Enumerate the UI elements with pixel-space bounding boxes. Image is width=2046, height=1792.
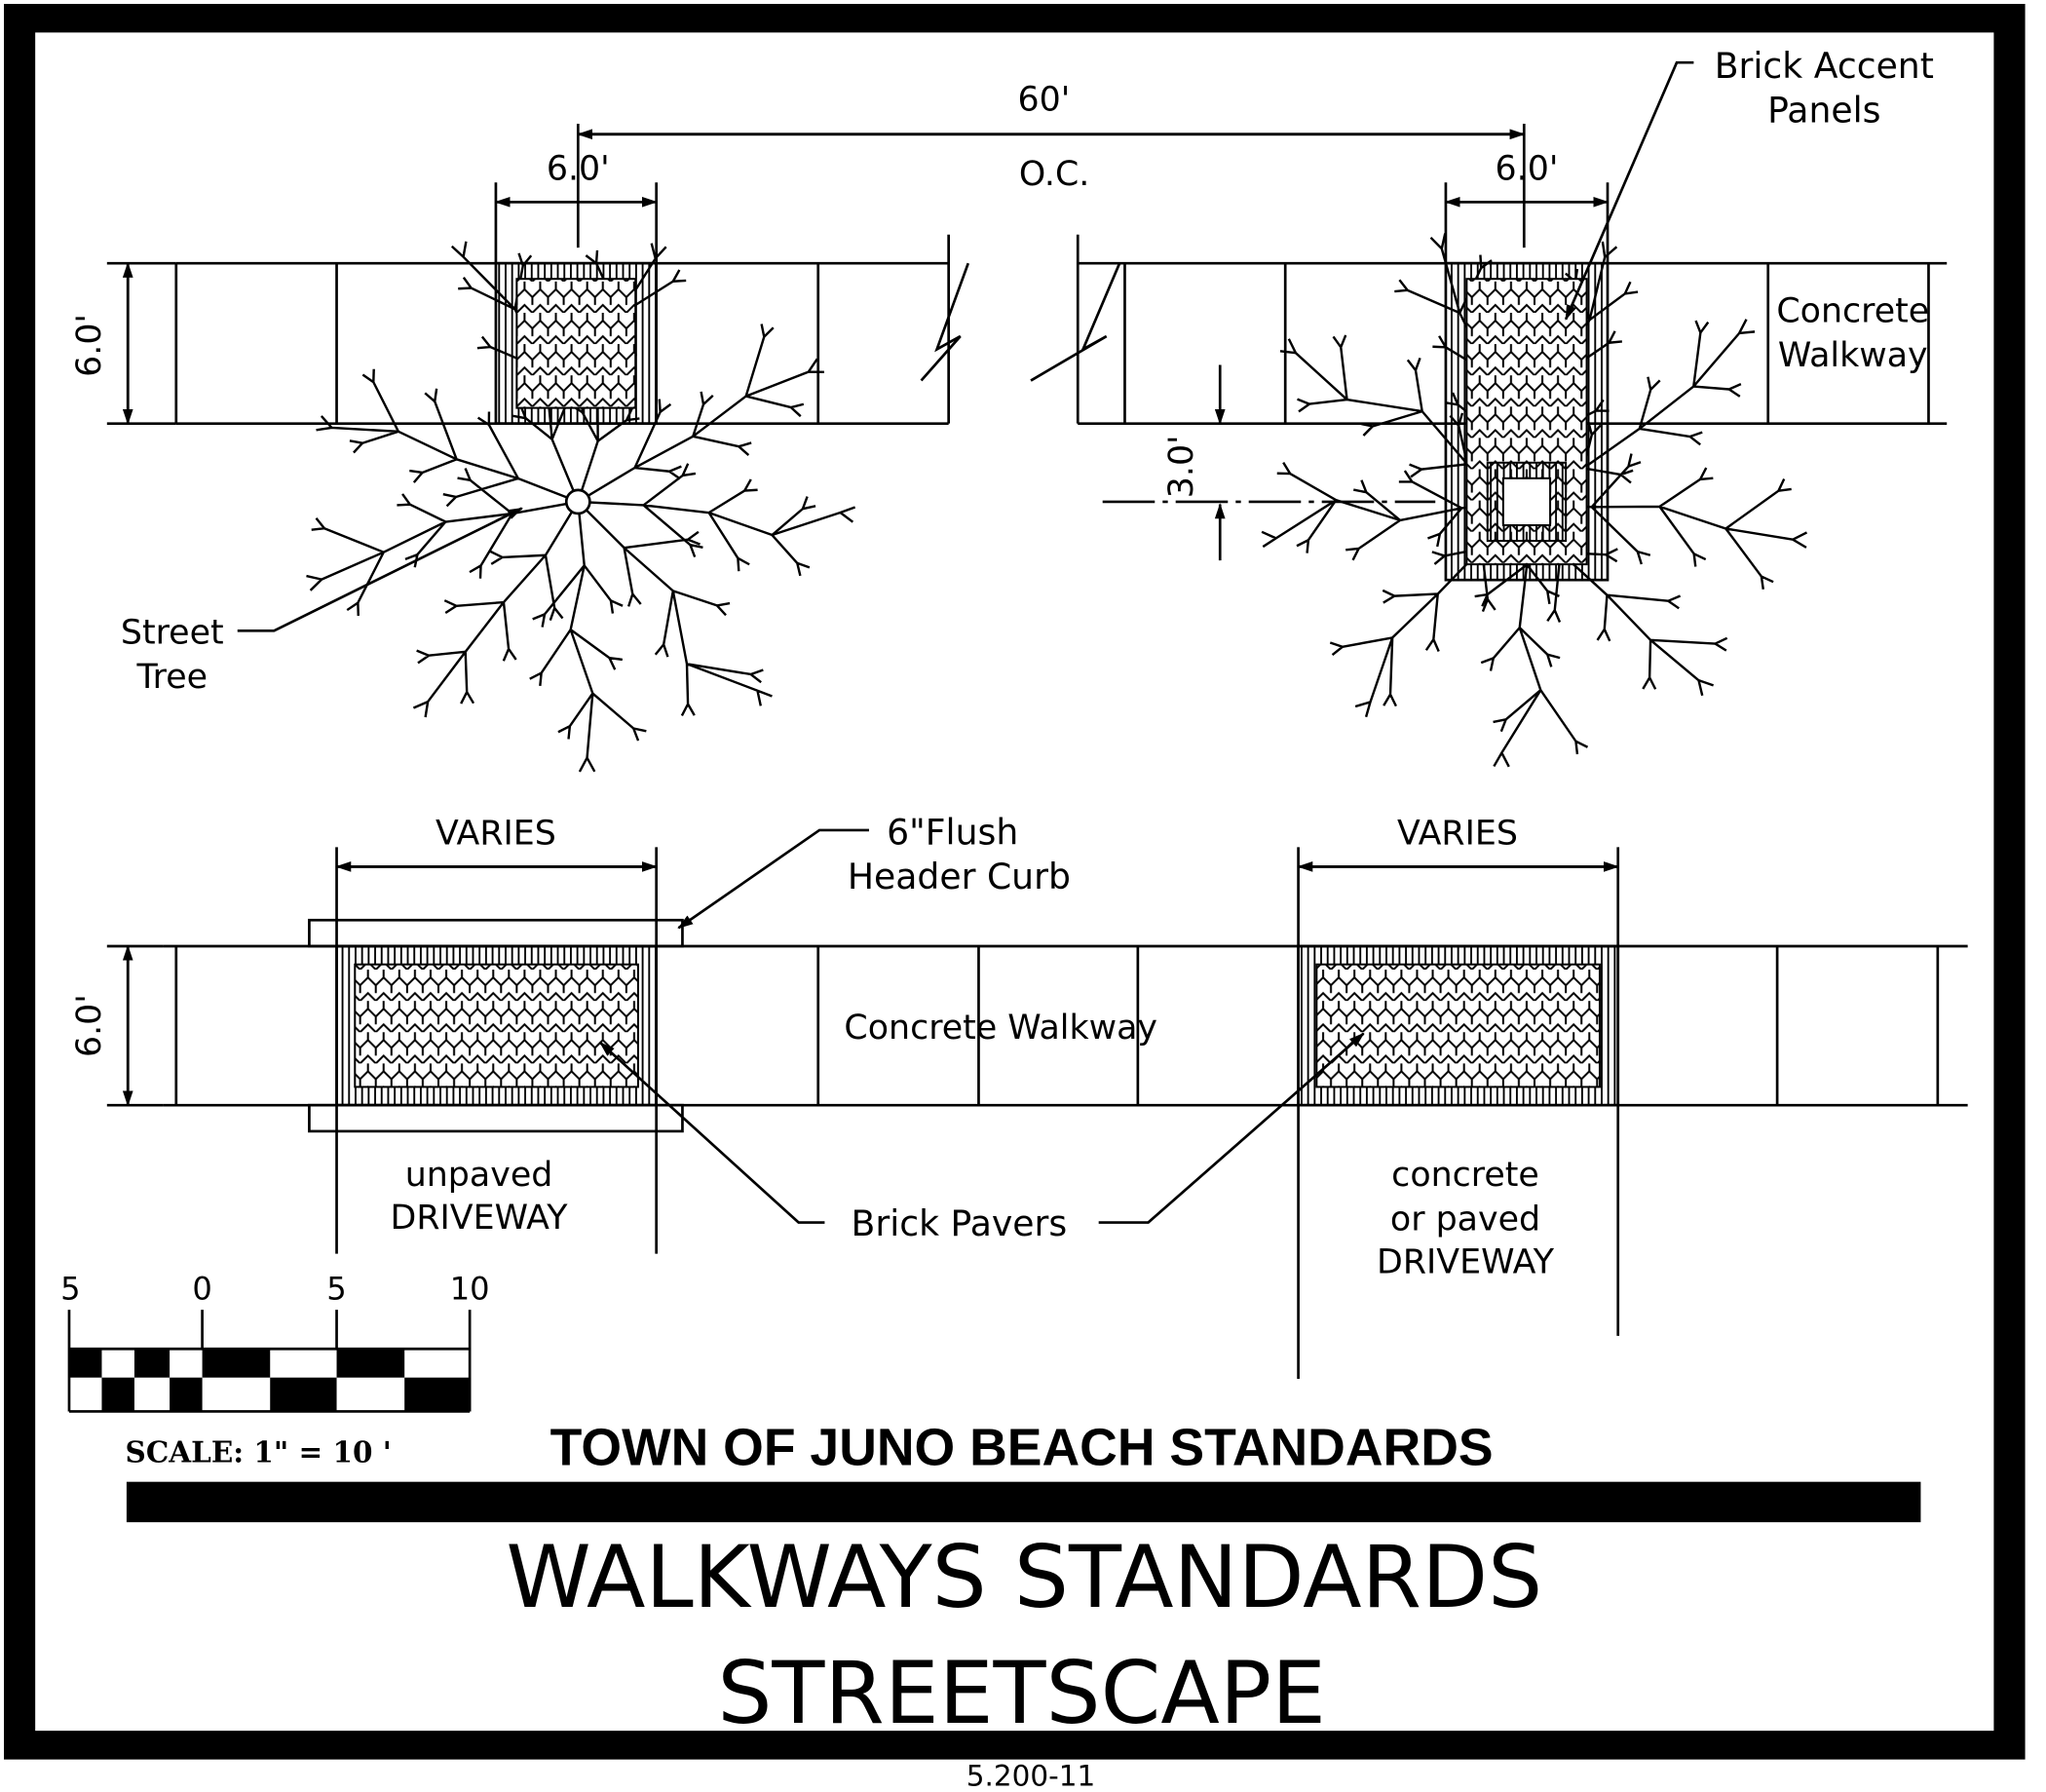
break-symbol <box>1030 262 1121 382</box>
scale-label: SCALE: 1" = 10 ' <box>126 1435 392 1469</box>
paved-driveway-label: DRIVEWAY <box>1377 1243 1555 1282</box>
scale-check <box>202 1349 271 1378</box>
header-curb <box>308 918 684 948</box>
bottom-walkway-plan: VARIES VARIES 6"Flush Header Curb 6.0' C… <box>70 812 1968 1380</box>
spacing-dimension: 60' <box>1017 81 1070 120</box>
top-walkway-plan: 60' O.C. 6.0' 6.0' 6.0' 3.0' Brick Accen… <box>70 45 1948 697</box>
street-tree-label: Street <box>121 614 224 653</box>
panel-width-right: 6.0' <box>1495 150 1558 189</box>
scale-check <box>404 1377 471 1412</box>
scale-tick-label: 0 <box>192 1270 211 1307</box>
walkway-width-top: 6.0' <box>70 314 109 377</box>
scale-check <box>101 1377 134 1412</box>
drawing-title: WALKWAYS STANDARDS <box>506 1527 1542 1627</box>
spacing-note: O.C. <box>1019 155 1089 194</box>
panel-width-left: 6.0' <box>547 150 610 189</box>
varies-right: VARIES <box>1397 815 1518 854</box>
varies-left: VARIES <box>436 815 556 854</box>
sheet-number: 5.200-11 <box>966 1759 1095 1792</box>
scale-check <box>336 1349 405 1378</box>
curb-label: 6"Flush <box>887 812 1018 854</box>
concrete-label: Concrete <box>1776 291 1929 330</box>
brick-accent-label-2: Panels <box>1767 90 1880 132</box>
paved-label-2: or paved <box>1390 1201 1540 1239</box>
curb-label-2: Header Curb <box>848 856 1071 897</box>
tree-trunk <box>564 488 591 515</box>
agency-title: TOWN OF JUNO BEACH STANDARDS <box>550 1419 1494 1476</box>
break-symbol <box>920 262 970 382</box>
offset-dimension: 3.0' <box>1162 435 1201 498</box>
unpaved-driveway-label: DRIVEWAY <box>391 1199 569 1238</box>
scale-check <box>68 1349 102 1378</box>
concrete-walkway-label: Concrete Walkway <box>844 1009 1157 1048</box>
walkway-width-bottom: 6.0' <box>70 994 109 1057</box>
scale-bar: 5 0 5 10 SCALE: 1" = 10 ' <box>60 1270 489 1468</box>
scale-tick-label: 5 <box>326 1270 346 1307</box>
walkway-label: Walkway <box>1778 336 1928 375</box>
brick-accent-label: Brick Accent <box>1715 45 1934 87</box>
scale-check <box>133 1349 170 1378</box>
scale-tick-label: 10 <box>450 1270 490 1307</box>
paved-label: concrete <box>1391 1156 1539 1195</box>
unpaved-label: unpaved <box>405 1156 553 1195</box>
title-block: TOWN OF JUNO BEACH STANDARDS WALKWAYS ST… <box>126 1419 1921 1792</box>
street-tree <box>306 241 856 773</box>
title-divider <box>126 1481 1921 1523</box>
header-curb <box>308 1103 684 1133</box>
scale-tick-label: 5 <box>60 1270 80 1307</box>
scale-check <box>270 1377 337 1412</box>
scale-check <box>170 1377 203 1412</box>
drawing-subtitle: STREETSCAPE <box>717 1643 1326 1743</box>
brick-pavers-label: Brick Pavers <box>852 1202 1068 1244</box>
street-tree-label-2: Tree <box>136 658 208 697</box>
